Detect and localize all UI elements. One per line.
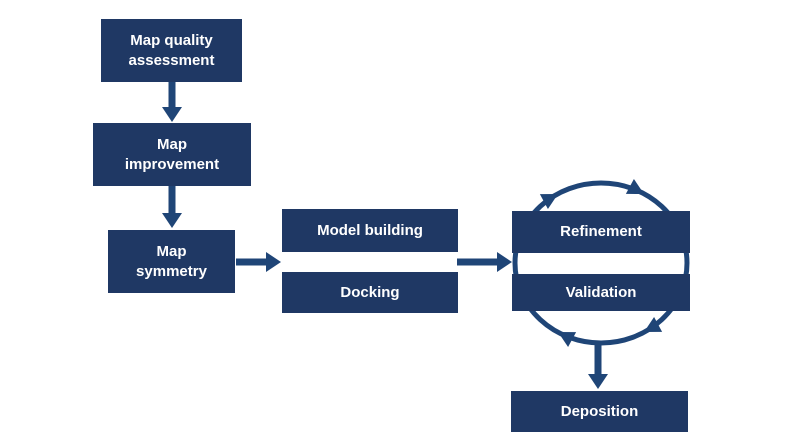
arrowhead-improvement-to-symmetry-icon [162,213,182,228]
node-refinement: Refinement [512,211,690,253]
node-docking: Docking [282,272,458,313]
cycle-arrowhead-nw-icon [539,194,558,210]
cycle-arrowhead-ne-icon [625,178,644,194]
node-model-building: Model building [282,209,458,252]
cycle-arrowhead-se-icon [644,316,663,332]
node-map-quality-assessment: Map quality assessment [101,19,242,82]
arrowhead-quality-to-improvement-icon [162,107,182,122]
node-validation: Validation [512,274,690,311]
node-map-improvement: Map improvement [93,123,251,186]
cycle-ellipse [512,180,690,346]
arrowhead-modeling-to-refinement-icon [497,252,512,272]
node-map-symmetry: Map symmetry [108,230,235,293]
arrowhead-cycle-to-deposition-icon [588,374,608,389]
arrowhead-symmetry-to-modeling-icon [266,252,281,272]
node-deposition: Deposition [511,391,688,432]
cycle-arrowhead-sw-icon [558,332,577,348]
